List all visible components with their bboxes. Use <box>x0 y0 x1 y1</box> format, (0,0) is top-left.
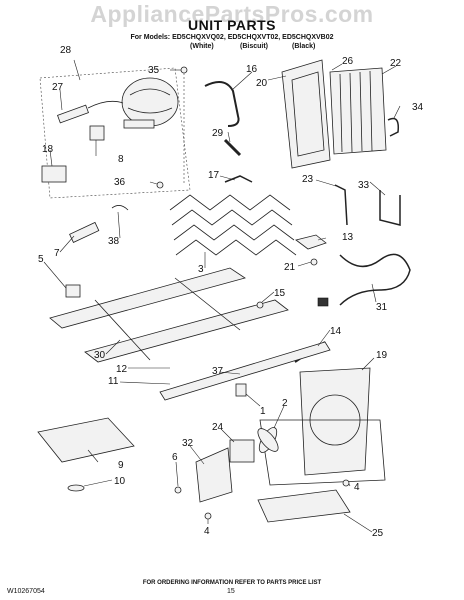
callout-11: 11 <box>108 376 119 387</box>
fan-blade <box>257 427 279 453</box>
evaporator-cover-inner <box>291 71 325 157</box>
callout-32: 32 <box>182 438 194 449</box>
screw-4a <box>204 512 212 520</box>
evaporator-coil <box>169 194 297 256</box>
tube-33 <box>379 190 401 226</box>
leveling-foot <box>67 484 85 492</box>
capacitor-wire <box>87 100 124 109</box>
part-7 <box>69 221 100 243</box>
watermark: AppliancePartsPros.com <box>90 1 374 27</box>
harness-connector <box>317 297 329 307</box>
bracket-17 <box>224 175 253 183</box>
leader-lines <box>43 59 401 533</box>
callout-20: 20 <box>256 78 268 89</box>
callout-8: 8 <box>118 154 124 165</box>
callout-labels: 35 16 20 26 22 28 27 34 18 8 29 36 17 33… <box>38 45 424 539</box>
callout-24: 24 <box>212 422 224 433</box>
callout-22: 22 <box>390 58 402 69</box>
callout-5: 5 <box>38 254 44 265</box>
callout-34: 34 <box>412 102 424 113</box>
clip-34 <box>387 117 400 137</box>
foot-5 <box>65 284 81 298</box>
grommet-1 <box>235 383 247 397</box>
callout-6: 6 <box>172 452 178 463</box>
motor-bracket <box>195 447 233 503</box>
terminal-cover <box>41 165 67 183</box>
callout-27: 27 <box>52 82 64 93</box>
callout-26: 26 <box>342 56 354 67</box>
compressor <box>121 77 179 127</box>
document-number: W10267054 <box>7 588 45 595</box>
callout-21: 21 <box>284 262 296 273</box>
callout-16: 16 <box>246 64 258 75</box>
callout-3: 3 <box>198 264 204 275</box>
color-biscuit: (Biscuit) <box>240 43 268 50</box>
callout-4a: 4 <box>204 526 210 537</box>
callout-12: 12 <box>116 364 128 375</box>
screw-21 <box>310 258 318 266</box>
tube-16 <box>204 81 240 127</box>
callout-2: 2 <box>282 398 288 409</box>
evaporator-cover <box>281 59 331 169</box>
fan-shroud <box>299 367 371 476</box>
rail-37 <box>159 341 331 401</box>
callout-38: 38 <box>108 236 120 247</box>
drier <box>223 138 242 157</box>
screw-15 <box>256 301 264 309</box>
tray-floor <box>259 419 386 486</box>
callout-10: 10 <box>114 476 126 487</box>
tube-23 <box>334 184 348 226</box>
callout-29: 29 <box>212 128 224 139</box>
callout-18: 18 <box>42 144 54 155</box>
access-cover <box>37 417 135 463</box>
page-title: UNIT PARTS <box>188 17 276 33</box>
fan-motor <box>229 439 255 463</box>
callout-33: 33 <box>358 180 370 191</box>
screw-4b <box>342 479 350 487</box>
callout-28: 28 <box>60 45 72 56</box>
callout-31: 31 <box>376 302 388 313</box>
condenser <box>329 67 387 155</box>
models-line: For Models: ED5CHQXVQ02, ED5CHQXVT02, ED… <box>130 34 334 41</box>
wire-harness <box>339 253 411 306</box>
ordering-info-footer: FOR ORDERING INFORMATION REFER TO PARTS … <box>142 580 322 586</box>
color-black: (Black) <box>292 43 316 50</box>
callout-15: 15 <box>274 288 286 299</box>
page-number: 15 <box>227 588 235 595</box>
callout-7: 7 <box>54 248 60 259</box>
callout-4b: 4 <box>354 482 360 493</box>
callout-36: 36 <box>114 177 126 188</box>
screw-6 <box>174 486 182 494</box>
bracket-13 <box>295 234 327 250</box>
callout-19: 19 <box>376 350 388 361</box>
compressor-detail <box>127 88 173 114</box>
color-white: (White) <box>190 43 214 50</box>
callout-23: 23 <box>302 174 314 185</box>
callout-35: 35 <box>148 65 160 76</box>
drain-pan <box>257 489 351 523</box>
callout-25: 25 <box>372 528 384 539</box>
capacitor <box>57 104 89 124</box>
callout-17: 17 <box>208 170 220 181</box>
callout-37: 37 <box>212 366 224 377</box>
callout-14: 14 <box>330 326 342 337</box>
compressor-base <box>123 119 155 129</box>
callout-9: 9 <box>118 460 124 471</box>
callout-1: 1 <box>260 406 266 417</box>
grommet-bottom <box>156 181 164 189</box>
callout-30: 30 <box>94 350 106 361</box>
callout-13: 13 <box>342 232 354 243</box>
wire-38 <box>111 205 129 211</box>
grommet-top <box>180 66 188 74</box>
base-frame <box>49 267 289 363</box>
overload-relay <box>89 125 105 141</box>
condenser-fins <box>339 70 373 153</box>
